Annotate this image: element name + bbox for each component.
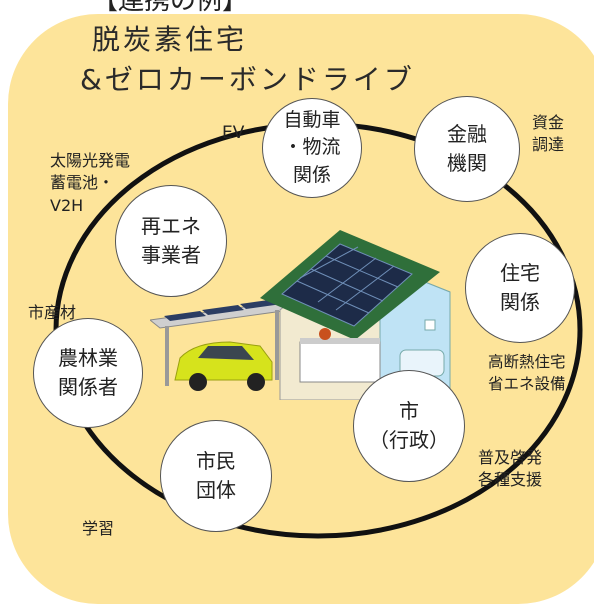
cut-off-header: 【連携の例】 bbox=[92, 0, 292, 12]
diagram-title-line2: &ゼロカーボンドライブ bbox=[80, 63, 415, 96]
node-citizen-groups: 市民 団体 bbox=[160, 420, 272, 532]
node-city-administration: 市 （行政） bbox=[353, 370, 465, 482]
node-renewable-energy-business: 再エネ 事業者 bbox=[115, 185, 227, 297]
label-learning: 学習 bbox=[82, 519, 115, 538]
label-solar-storage-v2h: 太陽光発電 蓄電池・ V2H bbox=[50, 151, 131, 215]
label-promotion-support: 普及啓発 各種支援 bbox=[478, 448, 543, 490]
node-agriculture-forestry: 農林業 関係者 bbox=[33, 318, 143, 428]
node-housing-related: 住宅 関係 bbox=[465, 233, 575, 343]
zero-carbon-house-illustration bbox=[150, 230, 451, 400]
label-funding: 資金 調達 bbox=[532, 113, 565, 155]
label-ev: EV bbox=[222, 123, 245, 143]
label-city-timber: 市産材 bbox=[28, 303, 77, 322]
house bbox=[260, 230, 451, 400]
diagram-title-line1: 脱炭素住宅 bbox=[92, 23, 248, 56]
electric-car bbox=[174, 341, 273, 391]
node-financial-institution: 金融 機関 bbox=[414, 96, 520, 202]
label-insulation-efficiency: 高断熱住宅 省エネ設備 bbox=[488, 353, 566, 393]
node-automobile-logistics: 自動車 ・物流 関係 bbox=[262, 98, 362, 198]
